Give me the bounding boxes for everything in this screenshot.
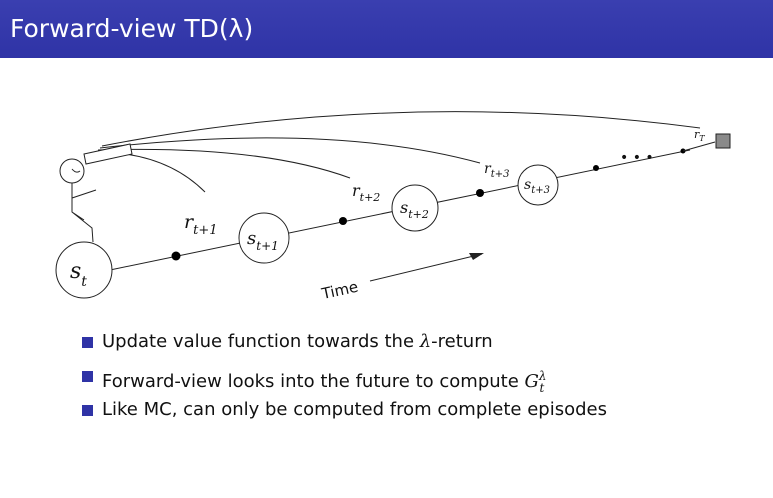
state-circle-s-t1 [238, 212, 290, 264]
terminal-state-square [715, 133, 731, 149]
bullet-square-icon [82, 337, 93, 348]
state-label-s-t: st [70, 259, 87, 290]
lookahead-arc-r-T [101, 111, 701, 147]
reward-label-r-t1: rt+1 [184, 211, 217, 238]
state-circle-s-t3 [517, 164, 559, 206]
time-arrow-head [469, 253, 484, 260]
reward-label-r-t2: rt+2 [352, 181, 380, 204]
ellipsis: • • • [620, 150, 654, 166]
observer-head [59, 158, 85, 184]
terminal-connector [682, 141, 716, 152]
reward-label-r-T: rT [694, 128, 705, 143]
bullet-item: Update value function towards the λ-retu… [82, 325, 742, 359]
observer-eye [71, 168, 81, 173]
slide-title: Forward-view TD(λ) [10, 14, 254, 43]
bullet-item: Forward-view looks into the future to co… [82, 359, 742, 395]
lookahead-arc-r-t2 [97, 148, 351, 179]
reward-dot-t2 [339, 217, 347, 225]
reward-dot-t3 [476, 189, 484, 197]
time-label: Time [319, 278, 360, 303]
bullet-square-icon [82, 371, 93, 382]
td-lambda-diagram: st st+1 st+2 st+3 rt+1 rt+2 rt+3 rT • • … [55, 111, 731, 303]
state-label-s-t2: st+2 [400, 198, 429, 221]
telescope-icon [83, 143, 133, 165]
lookahead-arc-r-t3 [99, 137, 481, 164]
state-label-s-t3: st+3 [524, 177, 550, 196]
observer-body [71, 183, 97, 243]
reward-dot-t4 [593, 165, 599, 171]
title-bar: Forward-view TD(λ) [0, 0, 773, 58]
bullet-item: Like MC, can only be computed from compl… [82, 393, 742, 427]
state-circle-s-t [55, 241, 113, 299]
state-label-s-t1: st+1 [247, 228, 279, 253]
reward-dot-t1 [171, 251, 181, 261]
state-circle-s-t2 [391, 184, 439, 232]
time-arrow-line [369, 253, 483, 282]
reward-label-r-t3: rt+3 [484, 161, 509, 180]
bullet-square-icon [82, 405, 93, 416]
bullet-list: Update value function towards the λ-retu… [82, 325, 742, 427]
